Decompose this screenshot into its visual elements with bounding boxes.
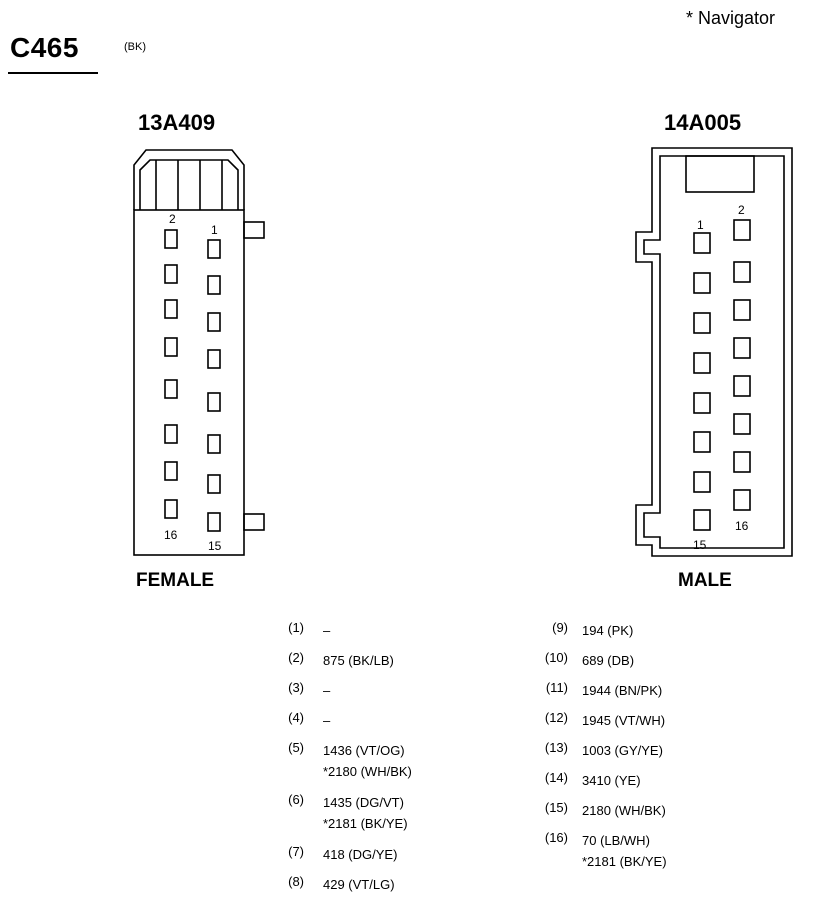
- pin-number: (3): [288, 680, 304, 695]
- pin-number: (9): [552, 620, 568, 635]
- female-latch-inner: [139, 159, 239, 210]
- pin-circuit: –: [323, 713, 331, 728]
- female-body: [133, 209, 245, 556]
- female-latch: [133, 149, 245, 210]
- male-pin-1-label: 1: [697, 218, 704, 232]
- connector-id: C465: [10, 32, 79, 63]
- pin-number: (11): [545, 680, 568, 695]
- female-pin-column-right: [207, 239, 221, 532]
- pin-circuit: 2180 (WH/BK): [582, 803, 666, 818]
- pin-number: (7): [288, 844, 304, 859]
- male-label: MALE: [678, 570, 732, 591]
- pin-number: (13): [544, 740, 568, 755]
- male-body-inner: [643, 155, 785, 549]
- pin-number: (2): [288, 650, 304, 665]
- connector-color: (BK): [124, 41, 146, 53]
- pin-circuit: *2180 (WH/BK): [323, 764, 412, 779]
- male-pin-15-label: 15: [693, 538, 707, 552]
- male-body-outer: [635, 147, 793, 557]
- pin-circuit: 194 (PK): [582, 623, 634, 638]
- pin-circuit: *2181 (BK/YE): [582, 854, 667, 869]
- legend-note: * Navigator: [686, 8, 776, 28]
- pin-circuit: 1945 (VT/WH): [582, 713, 666, 728]
- male-pin-2-label: 2: [738, 203, 745, 217]
- pin-circuit: 70 (LB/WH): [582, 833, 650, 848]
- male-pin-column-right: [733, 219, 751, 511]
- pin-circuit: 3410 (YE): [582, 773, 641, 788]
- pin-circuit: 1944 (BN/PK): [582, 683, 663, 698]
- female-part-number: 13A409: [138, 110, 216, 135]
- pin-number: (4): [288, 710, 304, 725]
- pin-number: (5): [288, 740, 304, 755]
- pin-circuit: 418 (DG/YE): [323, 847, 398, 862]
- pin-number: (12): [544, 710, 568, 725]
- male-pin-column-left: [693, 232, 711, 531]
- pin-circuit: 875 (BK/LB): [323, 653, 394, 668]
- connector-id-underline: [8, 72, 98, 74]
- male-part-number: 14A005: [664, 110, 742, 135]
- pin-circuit: 1435 (DG/VT): [323, 795, 404, 810]
- pin-circuit: 429 (VT/LG): [323, 877, 395, 892]
- pin-number: (10): [544, 650, 568, 665]
- female-tab-bottom: [243, 513, 265, 531]
- pin-circuit: 1003 (GY/YE): [582, 743, 663, 758]
- female-pin-15-label: 15: [208, 539, 222, 553]
- pin-number: (1): [288, 620, 304, 635]
- female-pin-2-label: 2: [169, 212, 176, 226]
- female-pin-16-label: 16: [164, 528, 178, 542]
- pin-number: (16): [544, 830, 568, 845]
- pin-circuit: 689 (DB): [582, 653, 635, 668]
- pin-number: (6): [288, 792, 304, 807]
- female-connector: [133, 149, 265, 556]
- pin-number: (15): [544, 800, 568, 815]
- pin-number: (8): [288, 874, 304, 889]
- pin-circuit: 1436 (VT/OG): [323, 743, 405, 758]
- female-pin-column-left: [164, 229, 178, 519]
- female-tab-top: [243, 221, 265, 239]
- female-pin-1-label: 1: [211, 223, 218, 237]
- female-label: FEMALE: [136, 570, 215, 591]
- male-key: [685, 155, 755, 193]
- pin-circuit: *2181 (BK/YE): [323, 816, 408, 831]
- pin-circuit: –: [323, 683, 331, 698]
- male-connector: [635, 147, 793, 557]
- pin-circuit: –: [323, 623, 331, 638]
- male-pin-16-label: 16: [735, 519, 749, 533]
- pin-number: (14): [544, 770, 568, 785]
